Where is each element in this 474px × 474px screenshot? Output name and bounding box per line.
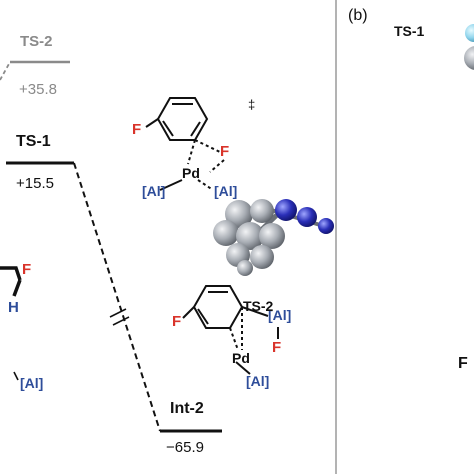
ts1-label: TS-1 bbox=[16, 133, 51, 150]
int2-label: Int-2 bbox=[170, 400, 204, 417]
break-mark-2 bbox=[112, 316, 130, 326]
int2-energy: −65.9 bbox=[166, 439, 204, 456]
panel-b-label: (b) bbox=[348, 7, 368, 24]
panel-b-f-label: F bbox=[458, 355, 468, 372]
left-partial-structure bbox=[0, 266, 22, 381]
left-fluorine: F bbox=[22, 261, 32, 278]
int2-ring-fluorine: F bbox=[172, 313, 182, 330]
ts1-al-ligand-1: [Al] bbox=[142, 183, 166, 199]
ts1-to-int2-connector bbox=[73, 162, 161, 432]
ts2-label: TS-2 bbox=[20, 33, 53, 50]
ts2-energy: +35.8 bbox=[19, 81, 57, 98]
ts1-3d-model bbox=[464, 24, 474, 70]
ts2-connector bbox=[0, 61, 11, 81]
dagger-symbol: ‡ bbox=[248, 97, 256, 112]
panel-b-ts1-label: TS-1 bbox=[394, 23, 425, 39]
panel-b-ts2-label: TS-2 bbox=[243, 298, 274, 314]
int2-structure bbox=[182, 285, 279, 375]
ts1-ring-fluorine: F bbox=[132, 121, 142, 138]
ts1-al-ligand-2: [Al] bbox=[214, 183, 238, 199]
ts2-3d-model bbox=[213, 199, 334, 276]
ts1-palladium: Pd bbox=[182, 165, 200, 181]
left-al-ligand: [Al] bbox=[20, 375, 44, 391]
left-hydrogen: H bbox=[8, 299, 19, 316]
int2-al-fluorine: F bbox=[272, 339, 282, 356]
ts1-energy: +15.5 bbox=[16, 175, 54, 192]
int2-al-ligand-1: [Al] bbox=[268, 307, 292, 323]
break-mark-1 bbox=[109, 308, 127, 318]
int2-al-ligand-2: [Al] bbox=[246, 373, 270, 389]
ts1-bridging-fluorine: F bbox=[220, 143, 230, 160]
int2-palladium: Pd bbox=[232, 350, 250, 366]
ts1-structure bbox=[145, 97, 225, 191]
